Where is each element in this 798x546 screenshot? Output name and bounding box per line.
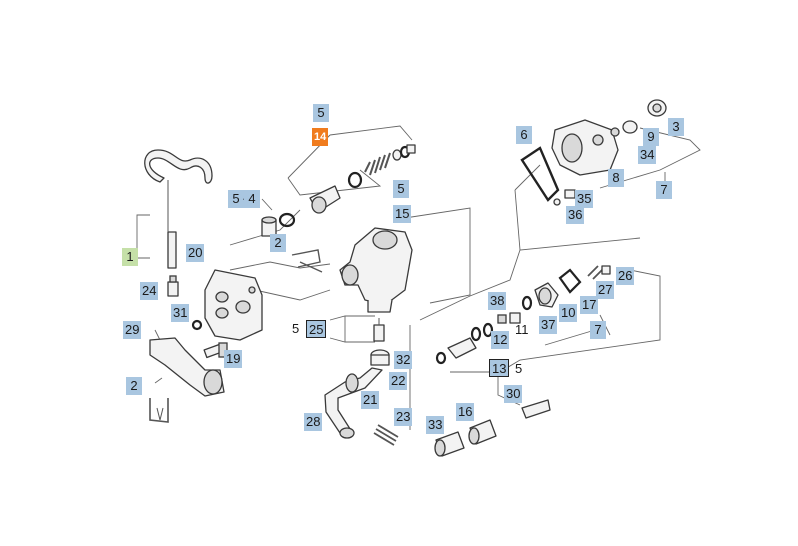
- callout-34[interactable]: 34: [638, 146, 657, 164]
- callout-14[interactable]: 14: [312, 128, 329, 146]
- callout-24[interactable]: 24: [140, 282, 159, 300]
- part-20-housing: [204, 269, 263, 341]
- callout-5-top[interactable]: 5: [313, 104, 329, 122]
- callout-16[interactable]: 16: [456, 403, 475, 421]
- callout-4[interactable]: 4: [244, 190, 260, 208]
- part-15-pump-head: [339, 227, 413, 313]
- callout-2-upper[interactable]: 2: [270, 234, 286, 252]
- callout-22[interactable]: 22: [389, 372, 408, 390]
- callout-5-left[interactable]: 5: [228, 190, 244, 208]
- callout-31[interactable]: 31: [171, 304, 190, 322]
- callout-12[interactable]: 12: [491, 331, 510, 349]
- callout-2-lower[interactable]: 2: [126, 377, 142, 395]
- callout-35[interactable]: 35: [575, 190, 594, 208]
- part-31-ring: [191, 319, 203, 331]
- part-24-fitting: [167, 275, 179, 297]
- callout-13[interactable]: 13: [489, 359, 510, 377]
- callout-30[interactable]: 30: [504, 385, 523, 403]
- callout-3[interactable]: 3: [668, 118, 684, 136]
- callout-9[interactable]: 9: [643, 128, 659, 146]
- callout-19[interactable]: 19: [224, 350, 243, 368]
- callout-1[interactable]: 1: [122, 248, 138, 266]
- callout-26[interactable]: 26: [616, 267, 635, 285]
- callout-36[interactable]: 36: [566, 206, 585, 224]
- callout-33[interactable]: 33: [426, 416, 445, 434]
- part-28-hose: [324, 367, 383, 439]
- part-head-housing: [520, 99, 667, 206]
- callout-7-upper[interactable]: 7: [656, 181, 672, 199]
- callout-32[interactable]: 32: [394, 351, 413, 369]
- callout-27[interactable]: 27: [596, 281, 615, 299]
- callout-7-lower[interactable]: 7: [590, 321, 606, 339]
- callout-37[interactable]: 37: [539, 316, 558, 334]
- callout-25[interactable]: 25: [306, 320, 327, 338]
- callout-28[interactable]: 28: [304, 413, 323, 431]
- part-16-nut: [468, 419, 497, 445]
- callout-8[interactable]: 8: [608, 169, 624, 187]
- part-valve-group-right: [435, 265, 611, 365]
- callout-17[interactable]: 17: [580, 296, 599, 314]
- callout-6[interactable]: 6: [516, 126, 532, 144]
- part-29-elbow: [149, 337, 225, 397]
- part-33-fitting: [434, 431, 465, 457]
- callout-29[interactable]: 29: [123, 321, 142, 339]
- part-32-cap: [370, 349, 390, 366]
- callout-23[interactable]: 23: [394, 408, 413, 426]
- part-23-filter: [373, 424, 399, 446]
- label-5-left-of-25: 5: [292, 321, 300, 336]
- callout-20[interactable]: 20: [186, 244, 205, 262]
- callout-10[interactable]: 10: [559, 304, 578, 322]
- leader-lines: [130, 125, 701, 430]
- callout-38[interactable]: 38: [488, 292, 507, 310]
- part-1-hose: [144, 149, 213, 269]
- label-5-right-of-13: 5: [515, 361, 523, 376]
- callout-15[interactable]: 15: [393, 205, 412, 223]
- label-11: 11: [515, 322, 529, 337]
- part-14-group: [261, 144, 416, 237]
- part-30-clip: [521, 399, 551, 419]
- part-2-clip: [149, 398, 169, 423]
- part-25-valve: [373, 318, 385, 342]
- callout-21[interactable]: 21: [361, 391, 380, 409]
- callout-5-center[interactable]: 5: [393, 180, 409, 198]
- part-clip-wire: [291, 249, 323, 273]
